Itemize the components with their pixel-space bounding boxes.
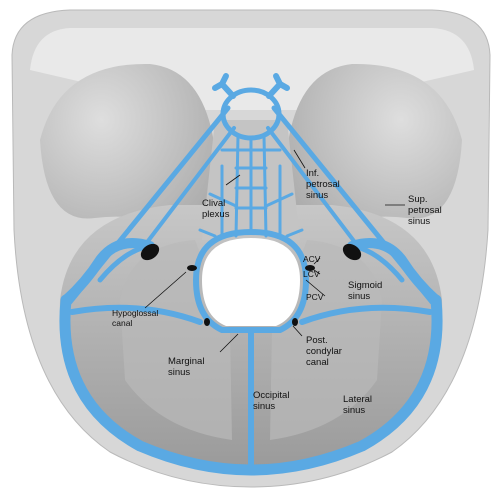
left-anterior-process <box>212 73 236 99</box>
leader-lines <box>144 149 405 353</box>
foramen-magnum <box>202 238 300 326</box>
left-marginal-to-lateral <box>69 304 203 325</box>
sigmoid-label: Sigmoid sinus <box>348 280 385 302</box>
hypoglossal-leader <box>144 271 187 309</box>
hypoglossal-label: Hypoglossal canal <box>112 308 161 328</box>
venous-sinuses <box>59 73 443 476</box>
clival-plexus-label: Clival plexus <box>202 198 230 220</box>
lcv-leader <box>313 269 321 275</box>
post-condylar-label: Post. condylar canal <box>306 335 345 368</box>
left-hypoglossal-canal <box>187 265 197 271</box>
lcv-label: LCV <box>303 269 320 279</box>
right-post-condylar-canal <box>292 318 298 326</box>
right-marginal-to-lateral <box>299 304 433 325</box>
pcv-leader <box>305 279 326 297</box>
canals <box>140 243 362 326</box>
acv-label: ACV <box>303 254 321 264</box>
right-inf-petrosal-sinus <box>266 126 359 247</box>
labels: Inf. petrosal sinus Sup. petrosal sinus … <box>112 168 444 416</box>
left-sigmoid-sinus <box>61 238 155 305</box>
inf-petrosal-leader <box>293 149 306 169</box>
left-post-condylar-canal <box>204 318 210 326</box>
right-jugular-canal <box>342 243 362 261</box>
pcv-label: PCV <box>306 292 324 302</box>
right-hypoglossal-canal <box>305 265 315 271</box>
left-jugular-canal <box>140 243 160 261</box>
marginal-label: Marginal sinus <box>168 356 207 378</box>
marginal-leader <box>219 333 239 353</box>
post-condylar-leader <box>292 325 303 337</box>
occipital-label: Occipital sinus <box>253 390 292 412</box>
acv-leader <box>313 257 321 265</box>
right-middle-fossa <box>287 63 462 250</box>
clival-plexus-network <box>198 134 304 238</box>
left-inf-petrosal-sinus <box>143 126 236 247</box>
inf-petrosal-label: Inf. petrosal sinus <box>306 168 342 201</box>
clival-plexus-leader <box>225 174 241 186</box>
left-middle-fossa <box>40 63 215 250</box>
lateral-label: Lateral sinus <box>343 394 375 416</box>
right-sigmoid-sinus <box>347 238 441 305</box>
right-anterior-process <box>266 73 290 99</box>
sup-petrosal-label: Sup. petrosal sinus <box>408 194 444 227</box>
